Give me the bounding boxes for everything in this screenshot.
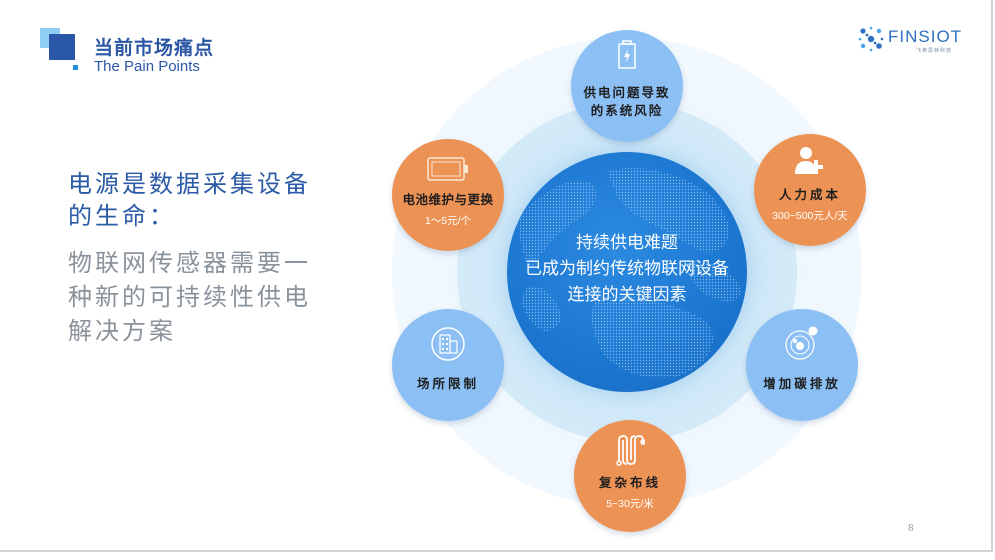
node-label: 复杂布线 [598,475,661,490]
page-subtitle: The Pain Points [94,58,200,75]
user-add-icon [795,147,823,174]
center-line-1: 持续供电难题 [576,233,678,253]
node-power-supply-risk: 供电问题导致 的系统风险 [571,30,683,142]
node-battery-maintenance: 电池维护与更换 1～5元/个 [392,139,504,251]
node-cost: 1～5元/个 [424,215,472,227]
brand-tagline: 飞英思特科技 [916,48,953,54]
brand-molecule-icon [858,26,884,52]
battery-icon [427,157,468,181]
page-title: 当前市场痛点 [94,37,215,59]
node-cost: 5~30元/米 [606,498,654,510]
world-map-dots-icon [517,168,742,379]
brand-name: FINSIOT [888,27,963,46]
orbit-icon [785,326,818,360]
node-complex-wiring: 复杂布线 5~30元/米 [574,420,686,532]
battery-charging-icon [618,40,636,69]
node-label: 增加碳排放 [763,376,841,391]
body-statement: 物联网传感器需要一种新的可持续性供电解决方案 [68,249,311,345]
node-label: 电池维护与更换 [402,192,494,207]
node-labor-cost: 人力成本 300~500元人/天 [754,134,866,246]
lead-statement: 电源是数据采集设备的生命： [68,170,311,230]
node-label: 人力成本 [778,187,841,202]
brand-logo: FINSIOT 飞英思特科技 [858,26,968,58]
page-number: 8 [908,522,914,534]
wiring-icon [616,435,645,466]
node-label: 的系统风险 [590,103,664,118]
center-line-3: 连接的关键因素 [567,285,687,305]
node-carbon-emission: 增加碳排放 [746,309,858,421]
center-line-2: 已成为制约传统物联网设备 [525,259,729,279]
node-label: 供电问题导致 [583,85,671,100]
node-cost: 300~500元人/天 [772,210,848,222]
center-statement: 持续供电难题 已成为制约传统物联网设备 连接的关键因素 [507,230,747,308]
building-icon [431,327,465,361]
node-label: 场所限制 [416,376,479,391]
section-logo-icon [40,28,80,70]
node-site-restriction: 场所限制 [392,309,504,421]
globe: 持续供电难题 已成为制约传统物联网设备 连接的关键因素 [507,152,747,392]
